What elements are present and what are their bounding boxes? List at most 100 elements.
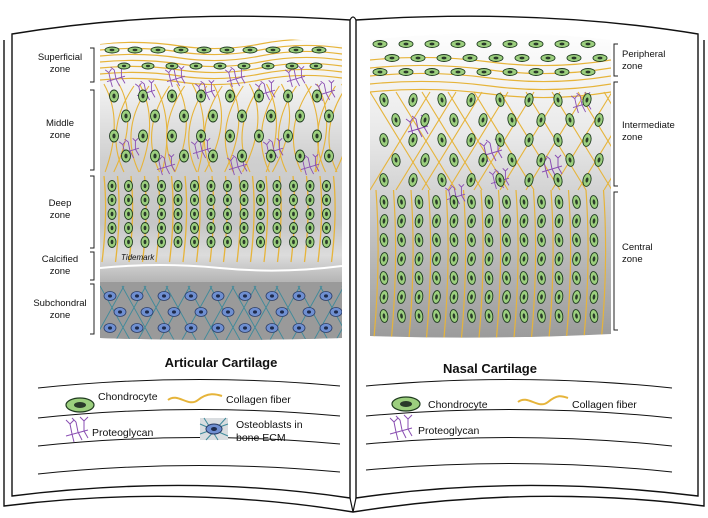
chondrocyte-nucleus xyxy=(539,157,543,163)
chondrocyte-cell xyxy=(432,195,441,209)
chondrocyte-cell xyxy=(150,109,160,123)
chondrocyte-nucleus xyxy=(469,137,473,143)
chondrocyte-cell xyxy=(572,233,581,247)
chondrocyte-cell xyxy=(572,214,581,228)
chondrocyte-nucleus xyxy=(455,42,461,46)
osteoblast-nucleus xyxy=(307,310,311,314)
chondrocyte-cell xyxy=(484,309,494,323)
chondrocyte-cell xyxy=(502,233,511,247)
chondrocyte-cell xyxy=(507,153,517,167)
osteoblast-nucleus xyxy=(162,326,166,330)
chondrocyte-cell xyxy=(391,113,401,127)
chondrocyte-cell xyxy=(528,40,544,48)
chondrocyte-nucleus xyxy=(470,218,473,224)
chondrocyte-nucleus xyxy=(469,177,473,183)
collagen-fiber xyxy=(154,83,168,173)
chondrocyte-cell xyxy=(196,46,212,54)
chondrocyte-nucleus xyxy=(498,97,502,103)
chondrocyte-cell xyxy=(379,252,389,266)
chondrocyte-nucleus xyxy=(169,64,175,68)
osteoblast-cell xyxy=(292,291,306,301)
nasal-panel xyxy=(370,33,611,338)
collagen-fiber xyxy=(408,189,414,338)
chondrocyte-nucleus xyxy=(481,42,487,46)
chondrocyte-cell xyxy=(476,68,492,76)
osteoblast-nucleus xyxy=(216,294,220,298)
chondrocyte-nucleus xyxy=(153,113,157,119)
chondrocyte-cell xyxy=(484,214,494,228)
chondrocyte-cell xyxy=(467,252,476,266)
chondrocyte-nucleus xyxy=(292,183,295,189)
chondrocyte-cell xyxy=(537,195,546,209)
chondrocyte-cell xyxy=(157,194,166,206)
chondrocyte-nucleus xyxy=(510,117,514,123)
tidemark-label: Tidemark xyxy=(121,253,155,262)
chondrocyte-cell xyxy=(594,153,604,167)
chondrocyte-nucleus xyxy=(470,313,473,319)
chondrocyte-cell xyxy=(322,208,331,220)
chondrocyte-cell xyxy=(466,173,476,187)
chondrocyte-cell xyxy=(589,271,599,285)
chondrocyte-cell xyxy=(196,89,206,103)
chondrocyte-nucleus xyxy=(143,183,147,189)
osteoblast-cell xyxy=(265,323,279,333)
chondrocyte-nucleus xyxy=(382,199,386,205)
chondrocyte-nucleus xyxy=(400,199,403,205)
chondrocyte-cell xyxy=(272,222,282,234)
collagen-fiber xyxy=(103,83,115,173)
osteoblast-cell xyxy=(248,307,262,317)
collagen-fiber xyxy=(224,85,244,173)
osteoblast-cell xyxy=(221,307,235,317)
chondrocyte-nucleus xyxy=(143,225,147,231)
chondrocyte-nucleus xyxy=(585,137,589,143)
proteoglycan-icon xyxy=(65,416,89,443)
chondrocyte-nucleus xyxy=(211,153,215,159)
chondrocyte-cell xyxy=(223,208,232,220)
osteoblast-nucleus xyxy=(189,294,193,298)
osteoblast-cell xyxy=(275,307,289,317)
chondrocyte-nucleus xyxy=(241,64,247,68)
chondrocyte-nucleus xyxy=(522,218,526,224)
chondrocyte-nucleus xyxy=(226,211,229,217)
chondrocyte-cell xyxy=(414,214,424,228)
osteoblast-cell xyxy=(265,291,279,301)
chondrocyte-cell xyxy=(127,46,143,54)
chondrocyte-nucleus xyxy=(286,133,290,139)
chondrocyte-cell xyxy=(239,236,249,248)
chondrocyte-nucleus xyxy=(575,256,578,262)
chondrocyte-nucleus xyxy=(193,225,196,231)
chondrocyte-nucleus xyxy=(176,183,180,189)
chondrocyte-cell xyxy=(305,180,315,192)
chondrocyte-nucleus xyxy=(400,275,403,281)
chondrocyte-nucleus xyxy=(224,48,230,52)
chondrocyte-cell xyxy=(467,233,476,247)
chondrocyte-cell xyxy=(467,271,476,285)
collagen-fiber xyxy=(182,175,188,263)
collagen-fiber xyxy=(100,68,342,80)
chondrocyte-cell xyxy=(324,109,334,123)
chondrocyte-cell xyxy=(449,271,459,285)
chondrocyte-nucleus xyxy=(292,197,295,203)
collagen-fiber xyxy=(583,189,589,338)
chondrocyte-nucleus xyxy=(110,183,114,189)
collagen-fiber xyxy=(421,91,483,191)
osteoblast-nucleus xyxy=(243,294,247,298)
chondrocyte-cell xyxy=(519,252,529,266)
chondrocyte-cell xyxy=(140,194,150,206)
chondrocyte-nucleus xyxy=(435,275,438,281)
chondrocyte-nucleus xyxy=(440,97,444,103)
chondrocyte-cell xyxy=(537,271,546,285)
osteoblast-cell xyxy=(103,323,117,333)
chondrocyte-cell xyxy=(272,208,282,220)
chondrocyte-cell xyxy=(478,153,488,167)
chondrocyte-cell xyxy=(432,252,441,266)
chondrocyte-cell xyxy=(256,208,265,220)
chondrocyte-nucleus xyxy=(269,113,273,119)
chondrocyte-nucleus xyxy=(568,157,572,163)
chondrocyte-nucleus xyxy=(522,256,526,262)
collagen-fiber xyxy=(292,85,312,173)
chondrocyte-cell xyxy=(414,252,424,266)
osteoblast-nucleus xyxy=(108,326,112,330)
